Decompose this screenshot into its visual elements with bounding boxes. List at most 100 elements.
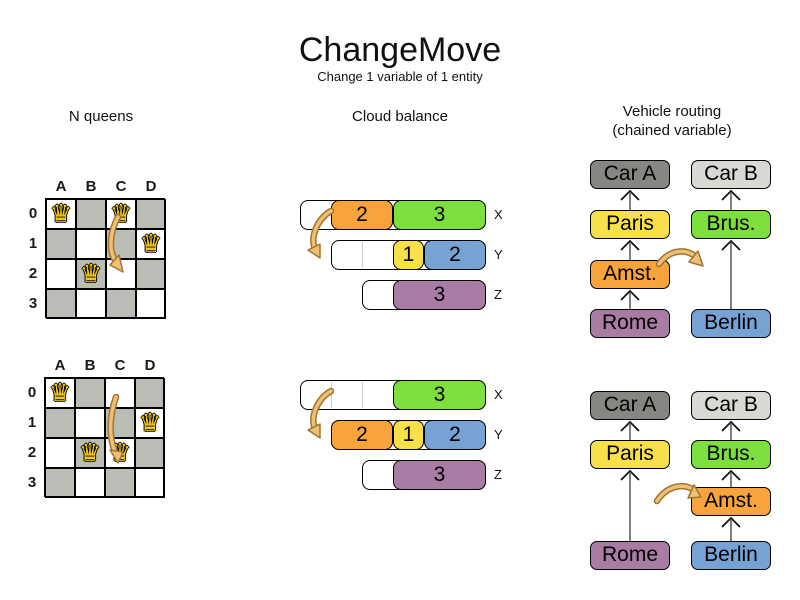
board-cell (76, 289, 106, 319)
queen-icon: ♛ (139, 230, 163, 258)
board-cell (46, 229, 76, 259)
process-block: 3 (393, 280, 486, 310)
queen-icon: ♛ (138, 409, 162, 437)
queen-icon: ♛ (48, 379, 72, 407)
chain-node: Berlin (691, 541, 771, 570)
chain-node: Paris (590, 440, 670, 469)
board-row-label: 3 (28, 295, 38, 312)
chain-arrowhead-icon (721, 420, 741, 432)
capacity-unit-divider (362, 242, 363, 268)
board-cell (75, 378, 105, 408)
board-row-label: 2 (28, 265, 38, 282)
board-cell (106, 289, 136, 319)
page-title: ChangeMove (298, 31, 502, 69)
board-column-label: B (85, 178, 97, 195)
nqueens-heading: N queens (68, 108, 134, 125)
board-cell (75, 468, 105, 498)
chain-node: Amst. (590, 260, 670, 289)
move-arrowhead-icon (307, 423, 321, 439)
board-cell (135, 438, 165, 468)
computer-label: X (494, 387, 503, 402)
board-column-label: D (144, 357, 156, 374)
chain-node: Berlin (691, 309, 771, 338)
cloud-balance-heading: Cloud balance (352, 108, 448, 125)
chain-arrowhead-icon (721, 516, 741, 528)
board-cell (46, 289, 76, 319)
queen-icon: ♛ (49, 200, 73, 228)
page-subtitle: Change 1 variable of 1 entity (317, 69, 483, 84)
board-column-label: A (55, 178, 67, 195)
move-arrowhead-icon (688, 250, 704, 267)
board-column-label: B (84, 357, 96, 374)
process-block: 2 (424, 420, 486, 450)
board-row-label: 2 (27, 444, 37, 461)
board-cell (105, 468, 135, 498)
computer-label: Z (494, 467, 502, 482)
board-row-label: 3 (27, 474, 37, 491)
board-cell (136, 289, 166, 319)
board-column-label: C (114, 357, 126, 374)
board-cell (136, 199, 166, 229)
chain-node: Brus. (691, 210, 771, 239)
board-cell (45, 438, 75, 468)
chain-node: Amst. (691, 487, 771, 516)
queen-icon: ♛ (79, 260, 103, 288)
process-block: 3 (393, 460, 486, 490)
board-frame (45, 198, 165, 318)
process-block: 1 (393, 420, 424, 450)
queen-icon: ♛ (108, 439, 132, 467)
board-cell (76, 259, 106, 289)
board-row-label: 1 (27, 414, 37, 431)
move-arrow-icon (655, 484, 696, 503)
move-arrow-outline (653, 483, 698, 505)
process-block: 3 (393, 380, 486, 410)
chain-arrowhead-icon (620, 239, 640, 251)
board-row-label: 0 (28, 205, 38, 222)
board-cell (135, 468, 165, 498)
board-column-label: D (145, 178, 157, 195)
process-block: 2 (424, 240, 486, 270)
vehicle-routing-subheading: (chained variable) (612, 122, 732, 139)
board-row-label: 1 (28, 235, 38, 252)
capacity-unit-divider (362, 382, 363, 408)
chain-node: Car A (590, 160, 670, 189)
board-cell (45, 408, 75, 438)
chain-node: Rome (590, 541, 670, 570)
board-cell (136, 229, 166, 259)
board-cell (135, 408, 165, 438)
process-block: 3 (393, 200, 486, 230)
queen-icon: ♛ (109, 200, 133, 228)
board-frame (44, 377, 164, 497)
board-cell (46, 259, 76, 289)
board-cell (75, 438, 105, 468)
board-cell (75, 408, 105, 438)
computer-label: X (494, 207, 503, 222)
board-cell (45, 378, 75, 408)
capacity-unit-divider (331, 382, 332, 408)
chain-arrowhead-icon (620, 289, 640, 301)
vehicle-routing-heading: Vehicle routing (622, 103, 722, 120)
chain-arrowhead-icon (721, 469, 741, 481)
process-block: 1 (393, 240, 424, 270)
computer-label: Y (494, 427, 503, 442)
chain-arrowhead-icon (620, 469, 640, 481)
chain-arrowhead-icon (620, 189, 640, 201)
board-cell (136, 259, 166, 289)
computer-label: Y (494, 247, 503, 262)
move-arrowhead-icon (307, 243, 321, 259)
process-block: 2 (331, 200, 393, 230)
board-column-label: C (115, 178, 127, 195)
chain-node: Car B (691, 391, 771, 420)
chain-node: Car B (691, 160, 771, 189)
board-column-label: A (54, 357, 66, 374)
chain-arrowhead-icon (721, 189, 741, 201)
board-cell (135, 378, 165, 408)
chain-node: Brus. (691, 440, 771, 469)
chain-node: Paris (590, 210, 670, 239)
chain-node: Car A (590, 391, 670, 420)
chain-node: Rome (590, 309, 670, 338)
process-block: 2 (331, 420, 393, 450)
computer-label: Z (494, 287, 502, 302)
board-row-label: 0 (27, 384, 37, 401)
